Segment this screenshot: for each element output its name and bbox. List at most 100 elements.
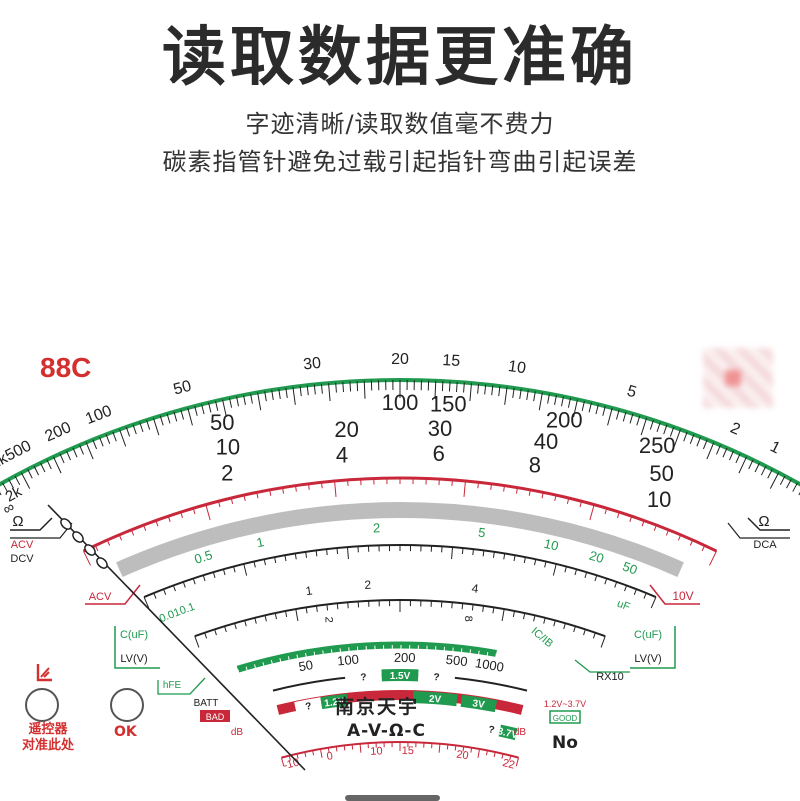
lv-tick <box>462 603 463 609</box>
db-tick <box>447 745 448 750</box>
dcv-scale-label: 30 <box>428 416 452 441</box>
ohm-scale-tick <box>357 381 358 391</box>
ohm-scale-tick <box>66 451 70 460</box>
ohm-scale-tick <box>716 445 720 454</box>
ohm-scale-tick <box>41 463 45 472</box>
ohm-scale-tick <box>329 383 331 401</box>
dcv-scale-label: 10 <box>647 487 671 512</box>
ohm-scale-tick <box>120 429 126 446</box>
db-left-label: dB <box>231 727 244 738</box>
ohm-scale-tick <box>153 418 158 435</box>
lv-tick <box>255 618 256 624</box>
lv-tick <box>502 609 504 621</box>
dcv-red-tick <box>478 482 479 488</box>
lv-scale-label: 8 <box>462 616 474 622</box>
acv-10v-tick <box>244 564 247 576</box>
lv-tick <box>601 636 605 647</box>
ohm-scale-label: 10 <box>507 358 527 377</box>
ohm-right-label: Ω <box>758 513 769 530</box>
ok-button[interactable] <box>110 688 144 722</box>
db-tick <box>455 745 456 750</box>
acv-10v-tick <box>651 597 656 608</box>
ohm-scale-tick <box>60 454 64 463</box>
ohm-scale-tick <box>723 448 727 457</box>
ohm-scale-tick <box>0 486 1 495</box>
acv-10v-tick <box>154 593 156 599</box>
lv-tick <box>337 603 338 609</box>
ohm-scale-tick <box>364 381 365 399</box>
lv-tick <box>195 636 199 647</box>
ohm-scale-tick <box>739 457 747 473</box>
acv-10v-tick <box>493 552 494 558</box>
db-tick <box>516 758 518 767</box>
acv-10v-left-label: ACV <box>89 591 112 603</box>
ohm-scale-label: 50 <box>172 378 194 399</box>
hfe-tick <box>331 649 332 654</box>
dcv-red-tick <box>206 505 210 520</box>
ohm-scale-tick <box>770 473 778 489</box>
lv-left-label: LV(V) <box>120 653 147 665</box>
cap-scale-label: 50 <box>621 559 640 578</box>
lv-tick <box>523 613 524 619</box>
acv-10v-tick <box>473 549 474 555</box>
acv-10v-right-label: 10V <box>672 589 693 603</box>
ohm-scale-tick <box>729 451 733 460</box>
acv-10v-tick <box>625 585 627 591</box>
ohm-scale-tick <box>93 440 97 449</box>
lv-tick <box>574 626 576 632</box>
lv-tick <box>584 629 586 635</box>
acv-10v-tick <box>585 572 587 578</box>
acv-10v-tick <box>275 557 276 563</box>
lv-tick <box>593 633 595 639</box>
db-tick <box>352 745 353 750</box>
db-tick <box>344 745 345 750</box>
hfe-scale-label: 100 <box>336 651 359 668</box>
ohm-scale-label: 2 <box>728 420 743 439</box>
acv-10v-tick <box>462 548 463 554</box>
lv-tick <box>554 620 556 626</box>
dcv-scale-label: 8 <box>529 452 541 477</box>
dcv-scale-label: 20 <box>334 417 358 442</box>
acv-10v-tick <box>223 569 225 575</box>
acv-10v-tick <box>295 553 296 559</box>
acv-10v-tick <box>337 548 338 554</box>
remote-sensor-window[interactable] <box>25 688 59 722</box>
ohm-scale-tick <box>86 442 93 459</box>
lv-scale-label: 2 <box>323 617 335 623</box>
hfe-scale-label: 1000 <box>474 655 505 675</box>
acv-10v-tick <box>615 582 617 588</box>
cap-scale-label: 2 <box>373 520 381 535</box>
dcv-red-tick <box>709 551 716 565</box>
dcv-scale-label: 10 <box>216 435 240 460</box>
dcv-scale-label: 4 <box>336 442 348 467</box>
hfe-tick <box>470 649 471 654</box>
lv-tick <box>513 611 514 617</box>
acv-10v-tick <box>605 578 607 584</box>
ohm-scale-tick <box>736 454 740 463</box>
lv-tick <box>265 615 266 621</box>
db-scale-label: 15 <box>402 745 414 757</box>
acv-10v-tick <box>183 582 185 588</box>
ohm-scale-tick <box>768 469 773 478</box>
cap-scale-label: 5 <box>477 525 486 541</box>
acv-10v-tick <box>634 589 636 595</box>
acv-10v-tick <box>316 550 317 556</box>
model-number: 88C <box>40 352 91 384</box>
db-tick <box>320 749 322 758</box>
db-tick <box>336 746 337 751</box>
acv-10v-arc <box>144 545 656 597</box>
remote-sensor-icon <box>34 662 54 684</box>
dcv-red-tick <box>322 482 323 488</box>
ohm-scale-label: 100 <box>83 403 114 428</box>
ohm-scale-tick <box>350 382 351 392</box>
db-scale-label: -10 <box>282 757 300 772</box>
dcv-scale-label: 50 <box>649 461 673 486</box>
lv-tick <box>544 618 545 624</box>
hfe-scale-label: 50 <box>297 657 314 674</box>
cap-scale-label: 0.5 <box>193 547 215 567</box>
acv-10v-tick <box>644 593 646 599</box>
ohm-scale-label: 20 <box>391 351 409 368</box>
brand-name: 南京天宇 <box>335 692 419 719</box>
dcv-scale-label: 150 <box>430 391 467 416</box>
ohm-scale-label: 15 <box>442 352 461 370</box>
